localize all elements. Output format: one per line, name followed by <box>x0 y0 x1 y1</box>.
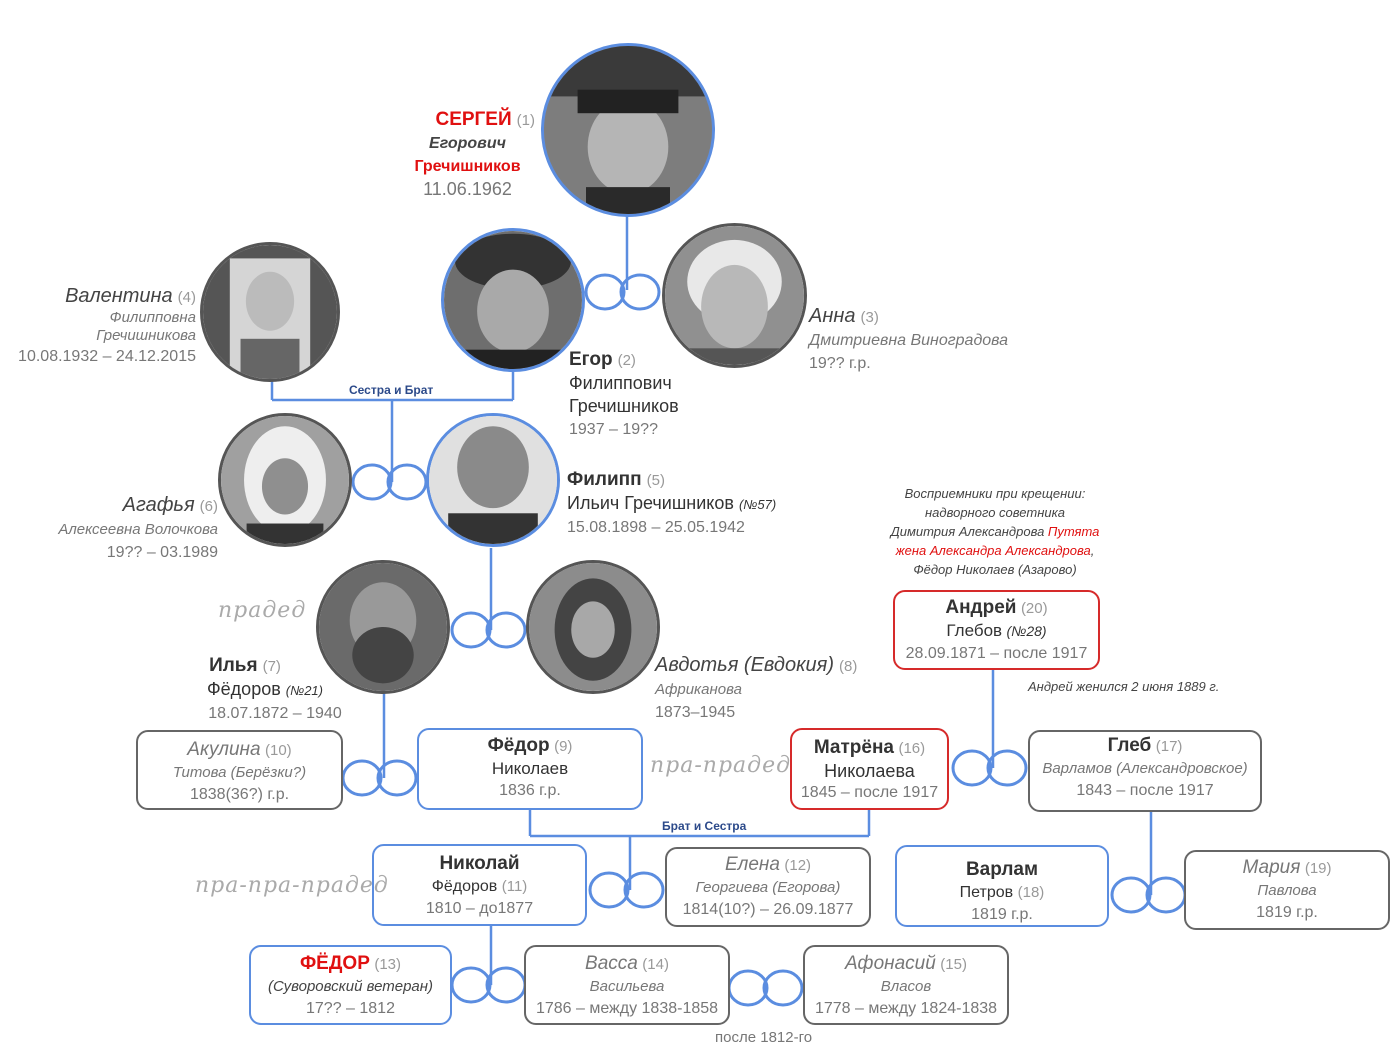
person-afonasiy: Афонасий (15) Власов 1778 – между 1824-1… <box>803 945 1009 1025</box>
person-filipp: Филипп (5) Ильич Гречишников (№57) 15.08… <box>567 469 777 536</box>
after-1812-note: после 1812-го <box>715 1029 813 1046</box>
photo-egor <box>441 228 585 372</box>
generation-label-praded: прадед <box>218 598 307 623</box>
generation-label-pra-praded: пра-прадед <box>650 753 792 778</box>
person-egor: Егор (2) Филиппович Гречишников 1937 – 1… <box>569 349 679 438</box>
person-vassa: Васса (14) Васильева 1786 – между 1838-1… <box>524 945 730 1025</box>
generation-label-pra-pra-praded: пра-пра-прадед <box>195 873 389 898</box>
brother-sister-label: Брат и Сестра <box>662 819 747 833</box>
photo-sergey <box>541 43 715 217</box>
person-elena: Елена (12) Георгиева (Егорова) 1814(10?)… <box>665 847 871 927</box>
godparents-note: Восприемники при крещении: надворного со… <box>890 486 1100 577</box>
person-varlam: Варлам Петров (18) 1819 г.р. <box>895 845 1109 927</box>
person-fyodor-13: ФЁДОР (13) (Суворовский ветеран) 17?? – … <box>249 945 452 1025</box>
person-valentina: Валентина (4) Филипповна Гречишникова 10… <box>18 285 196 365</box>
photo-valentina <box>200 242 340 382</box>
person-agafya: Агафья (6) Алексеевна Волочкова 19?? – 0… <box>58 494 218 561</box>
photo-filipp <box>426 413 560 547</box>
person-avdotya: Авдотья (Евдокия) (8) Африканова 1873–19… <box>655 654 858 721</box>
person-andrey: Андрей (20) Глебов (№28) 28.09.1871 – по… <box>893 590 1100 670</box>
person-nikolay: Николай Фёдоров (11) 1810 – до1877 <box>372 844 587 926</box>
person-maria: Мария (19) Павлова 1819 г.р. <box>1184 850 1390 930</box>
photo-ilya <box>316 560 450 694</box>
photo-anna <box>662 223 807 368</box>
person-matrena: Матрёна (16) Николаева 1845 – после 1917 <box>790 728 949 810</box>
person-sergey: СЕРГЕЙ (1) Егорович Гречишников 11.06.19… <box>414 109 535 199</box>
person-akulina: Акулина (10) Титова (Берёзки?) 1838(36?)… <box>136 730 343 810</box>
person-gleb: Глеб (17) Варламов (Александровское) 184… <box>1028 730 1262 812</box>
photo-agafya <box>218 413 352 547</box>
person-anna: Анна (3) Дмитриевна Виноградова 19?? г.р… <box>809 305 1009 372</box>
person-fyodor-9: Фёдор (9) Николаев 1836 г.р. <box>417 728 643 810</box>
photo-avdotya <box>526 560 660 694</box>
andrey-marriage-note: Андрей женился 2 июня 1889 г. <box>1028 679 1220 694</box>
sister-brother-label: Сестра и Брат <box>349 383 434 397</box>
person-ilya: Илья (7) Фёдоров (№21) 18.07.1872 – 1940 <box>206 655 342 722</box>
